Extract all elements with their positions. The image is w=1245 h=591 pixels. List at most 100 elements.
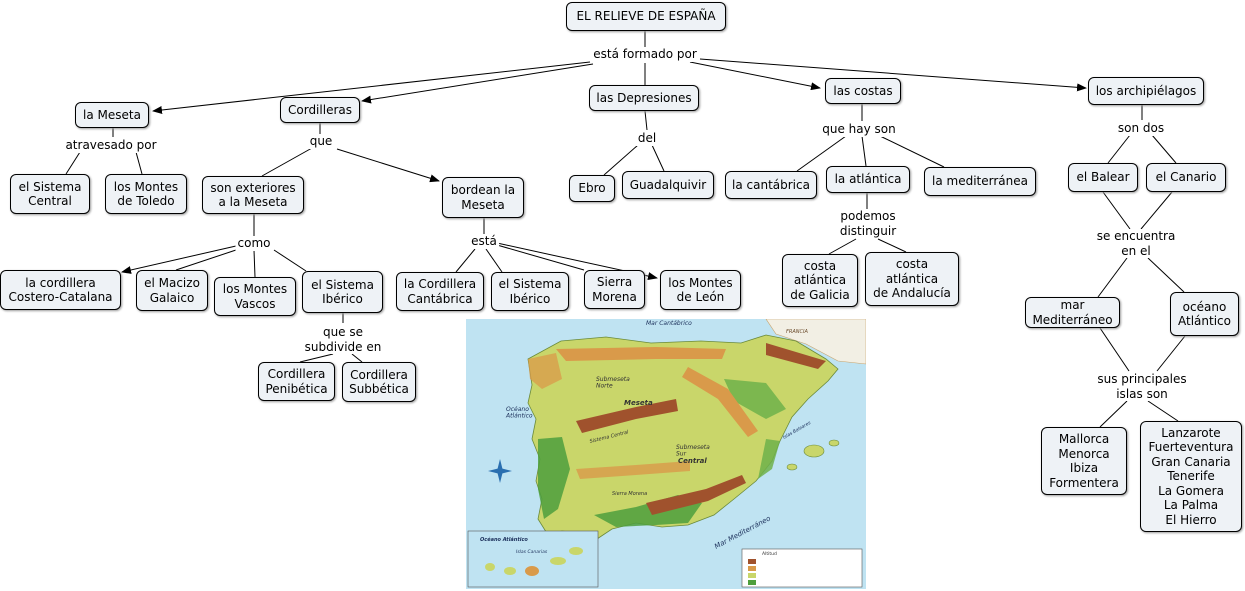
connector: [1140, 191, 1173, 230]
link-que: que: [307, 134, 335, 149]
concept-depresiones[interactable]: las Depresiones: [589, 85, 699, 111]
map-canary-island: [504, 567, 516, 575]
connector: [1102, 191, 1131, 230]
map-label-mar-cantabrico: Mar Cantábrico: [646, 320, 692, 327]
connector: [253, 249, 256, 278]
concept-cordillera-costero-catalana[interactable]: la cordillera Costero-Catalana: [0, 270, 121, 310]
compass-rose-icon: [488, 459, 512, 483]
concept-meseta[interactable]: la Meseta: [75, 102, 149, 128]
connector: [361, 63, 594, 104]
connector: [796, 135, 847, 172]
concept-atlantica[interactable]: la atlántica: [826, 166, 910, 193]
link-como: como: [235, 236, 273, 251]
connector: [1107, 134, 1131, 164]
connector: [135, 151, 143, 175]
map-canary-island: [485, 563, 495, 571]
connector: [299, 353, 334, 363]
connector: [65, 151, 81, 175]
concept-penibetica[interactable]: Cordillera Penibética: [258, 362, 335, 401]
concept-balear[interactable]: el Balear: [1068, 163, 1138, 192]
map-legend-swatch: [748, 559, 756, 564]
map-canary-island: [525, 566, 539, 576]
concept-sierra-morena[interactable]: Sierra Morena: [584, 270, 645, 309]
link-esta-formado-por: está formado por: [591, 47, 699, 62]
link-que-se-subdivide: que se subdivide en: [302, 325, 384, 354]
connector: [175, 249, 237, 271]
concept-sistema-central[interactable]: el Sistema Central: [10, 174, 90, 214]
connector: [273, 249, 307, 272]
concept-macizo-galaico[interactable]: el Macizo Galaico: [136, 270, 208, 311]
connector: [699, 58, 1087, 92]
map-label-sierra-morena: Sierra Morena: [612, 491, 647, 497]
map-central-system: [576, 399, 678, 433]
concept-sistema-iberico[interactable]: el Sistema Ibérico: [302, 271, 383, 313]
concept-sistema-iberico-2[interactable]: el Sistema Ibérico: [491, 272, 569, 311]
map-legend-swatch: [748, 573, 756, 578]
map-legend-swatch: [748, 580, 756, 585]
concept-exteriores[interactable]: son exteriores a la Meseta: [202, 176, 304, 214]
map-ebro-lowland: [724, 379, 786, 419]
map-betic-range: [646, 475, 746, 515]
link-atravesado-por: atravesado por: [63, 138, 159, 153]
map-galician-massif: [528, 353, 562, 389]
map-legend-title: Altitud: [762, 551, 777, 557]
concept-mediterranea[interactable]: la mediterránea: [924, 167, 1036, 196]
concept-cordillera-cantabrica[interactable]: la Cordillera Cantábrica: [396, 272, 484, 311]
map-label-central: Central: [678, 457, 707, 465]
concept-montes-vascos[interactable]: los Montes Vascos: [214, 277, 296, 316]
connector: [651, 144, 665, 172]
connector: [485, 248, 503, 273]
concept-guadalquivir[interactable]: Guadalquivir: [622, 171, 714, 199]
map-canary-island: [569, 547, 583, 555]
link-son-dos: son dos: [1115, 121, 1167, 136]
connector: [1156, 335, 1186, 372]
concept-canario[interactable]: el Canario: [1146, 163, 1226, 192]
connector: [455, 248, 476, 273]
concept-costa-andalucia[interactable]: costa atlántica de Andalucía: [865, 252, 959, 306]
concept-islas-canarias[interactable]: Lanzarote Fuerteventura Gran Canaria Ten…: [1140, 421, 1242, 532]
concept-costas[interactable]: las costas: [825, 78, 901, 104]
map-levante-lowland: [758, 439, 780, 479]
link-podemos-distinguir: podemos distinguir: [837, 209, 899, 238]
concept-cantabrica[interactable]: la cantábrica: [725, 171, 817, 199]
concept-islas-baleares[interactable]: Mallorca Menorca Ibiza Formentera: [1041, 427, 1127, 495]
connector: [496, 244, 585, 271]
map-label-oceano-atlantico-inset: Océano Atlántico: [480, 536, 528, 543]
concept-oceano-atlantico[interactable]: océano Atlántico: [1170, 292, 1239, 336]
concept-subbetica[interactable]: Cordillera Subbética: [342, 362, 416, 402]
connector: [351, 353, 363, 363]
concept-montes-toledo[interactable]: los Montes de Toledo: [105, 174, 187, 214]
concept-ebro[interactable]: Ebro: [569, 175, 615, 202]
connector: [1099, 327, 1130, 372]
connector: [1147, 400, 1179, 422]
connector: [261, 147, 313, 177]
connector: [1099, 400, 1128, 428]
map-label-islas-canarias: Islas Canarias: [516, 549, 548, 555]
map-mallorca: [803, 444, 825, 458]
map-label-francia: FRANCIA: [786, 329, 808, 335]
link-del: del: [635, 131, 659, 146]
link-sus-principales: sus principales islas son: [1095, 372, 1189, 401]
map-canary-island: [550, 557, 566, 565]
connector: [879, 135, 945, 168]
concept-archipielagos[interactable]: los archipiélagos: [1088, 77, 1204, 105]
map-iberian-system: [682, 367, 758, 437]
connector: [689, 61, 821, 91]
map-menorca: [828, 439, 840, 447]
link-esta: está: [469, 234, 499, 249]
map-legend: [741, 548, 863, 588]
concept-montes-leon[interactable]: los Montes de León: [660, 270, 741, 310]
concept-costa-galicia[interactable]: costa atlántica de Galicia: [782, 254, 858, 307]
concept-cordilleras[interactable]: Cordilleras: [280, 97, 360, 123]
concept-title[interactable]: EL RELIEVE DE ESPAÑA: [566, 2, 726, 31]
connector: [152, 61, 591, 114]
link-se-encuentra: se encuentra en el: [1094, 229, 1178, 258]
concept-bordean[interactable]: bordean la Meseta: [442, 177, 524, 218]
map-portugal-lowland: [538, 437, 570, 519]
concept-mar-mediterraneo[interactable]: mar Mediterráneo: [1025, 297, 1120, 328]
connector: [828, 238, 857, 255]
